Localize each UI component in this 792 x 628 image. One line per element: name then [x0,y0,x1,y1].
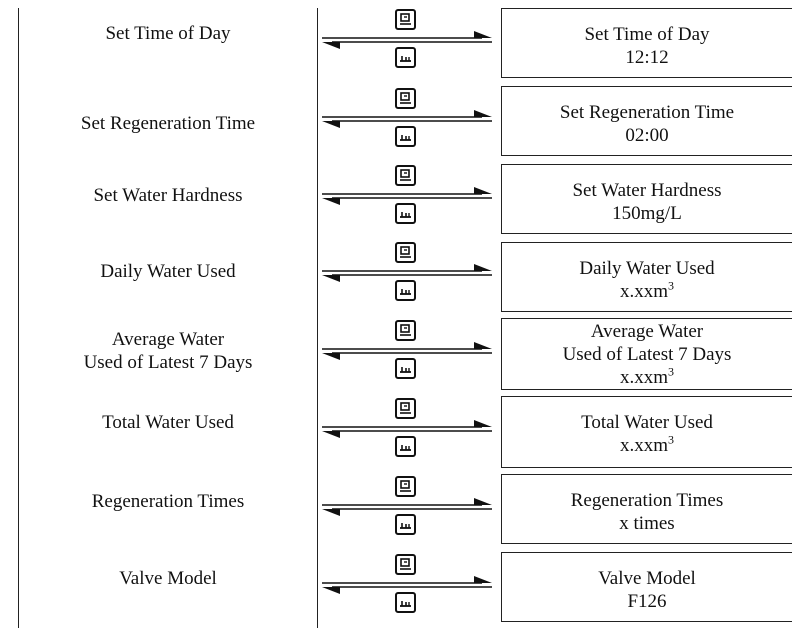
return-icon[interactable] [395,436,416,457]
menu-item-text: Daily Water Used [100,261,236,282]
menu-item-label: Daily Water Used [18,260,318,283]
screen-title: Daily Water Used [579,258,715,279]
menu-item-label: Total Water Used [18,411,318,434]
forward-arrow [322,264,492,272]
screen-title: Valve Model [598,568,696,589]
return-icon[interactable] [395,47,416,68]
menu-item-label: Set Time of Day [18,22,318,45]
menu-enter-icon[interactable] [395,554,416,575]
forward-arrow [322,576,492,584]
menu-item-text: Total Water Used [102,412,234,433]
menu-enter-icon[interactable] [395,9,416,30]
screen-value: x times [619,513,675,534]
menu-item-label: Set Regeneration Time [18,112,318,135]
screen-value: 12:12 [625,47,669,68]
menu-item-text: Valve Model [119,568,217,589]
screen-value: x.xxm3 [619,364,675,388]
return-icon[interactable] [395,514,416,535]
menu-item-label: Set Water Hardness [18,184,318,207]
screen-value: x.xxm3 [619,432,675,456]
menu-item-text: Average Water [111,329,225,350]
back-arrow [322,274,492,282]
back-arrow [322,41,492,49]
forward-arrow [322,498,492,506]
forward-arrow [322,187,492,195]
screen-title: Total Water Used [581,412,713,433]
menu-item-label: Regeneration Times [18,490,318,513]
forward-arrow [322,31,492,39]
return-icon[interactable] [395,358,416,379]
back-arrow [322,430,492,438]
back-arrow [322,586,492,594]
unit-superscript: 3 [668,432,675,447]
menu-item-text: Used of Latest 7 Days [83,352,253,373]
forward-arrow [322,342,492,350]
menu-enter-icon[interactable] [395,242,416,263]
menu-item-text: Set Time of Day [105,23,231,44]
screen-value: Used of Latest 7 Days [562,344,732,365]
return-icon[interactable] [395,592,416,613]
unit-superscript: 3 [668,364,675,379]
screen-value: x.xxm3 [619,278,675,302]
screen-value: 150mg/L [612,203,682,224]
back-arrow [322,197,492,205]
screen-value: 02:00 [625,125,669,146]
menu-enter-icon[interactable] [395,320,416,341]
menu-enter-icon[interactable] [395,88,416,109]
screen-value: F126 [627,591,667,612]
back-arrow [322,120,492,128]
screen-title: Set Time of Day [584,24,710,45]
menu-item-text: Set Water Hardness [93,185,243,206]
menu-item-text: Regeneration Times [91,491,245,512]
back-arrow [322,352,492,360]
forward-arrow [322,110,492,118]
menu-item-label: Valve Model [18,567,318,590]
screen-title: Set Regeneration Time [559,102,735,123]
unit-superscript: 3 [668,278,675,293]
menu-enter-icon[interactable] [395,476,416,497]
menu-item-text: Set Regeneration Time [80,113,256,134]
back-arrow [322,508,492,516]
forward-arrow [322,420,492,428]
return-icon[interactable] [395,280,416,301]
return-icon[interactable] [395,126,416,147]
return-icon[interactable] [395,203,416,224]
menu-list-panel [18,8,318,628]
screen-title: Average Water [590,321,704,342]
screen-title: Regeneration Times [570,490,724,511]
screen-title: Set Water Hardness [572,180,722,201]
menu-enter-icon[interactable] [395,165,416,186]
menu-enter-icon[interactable] [395,398,416,419]
